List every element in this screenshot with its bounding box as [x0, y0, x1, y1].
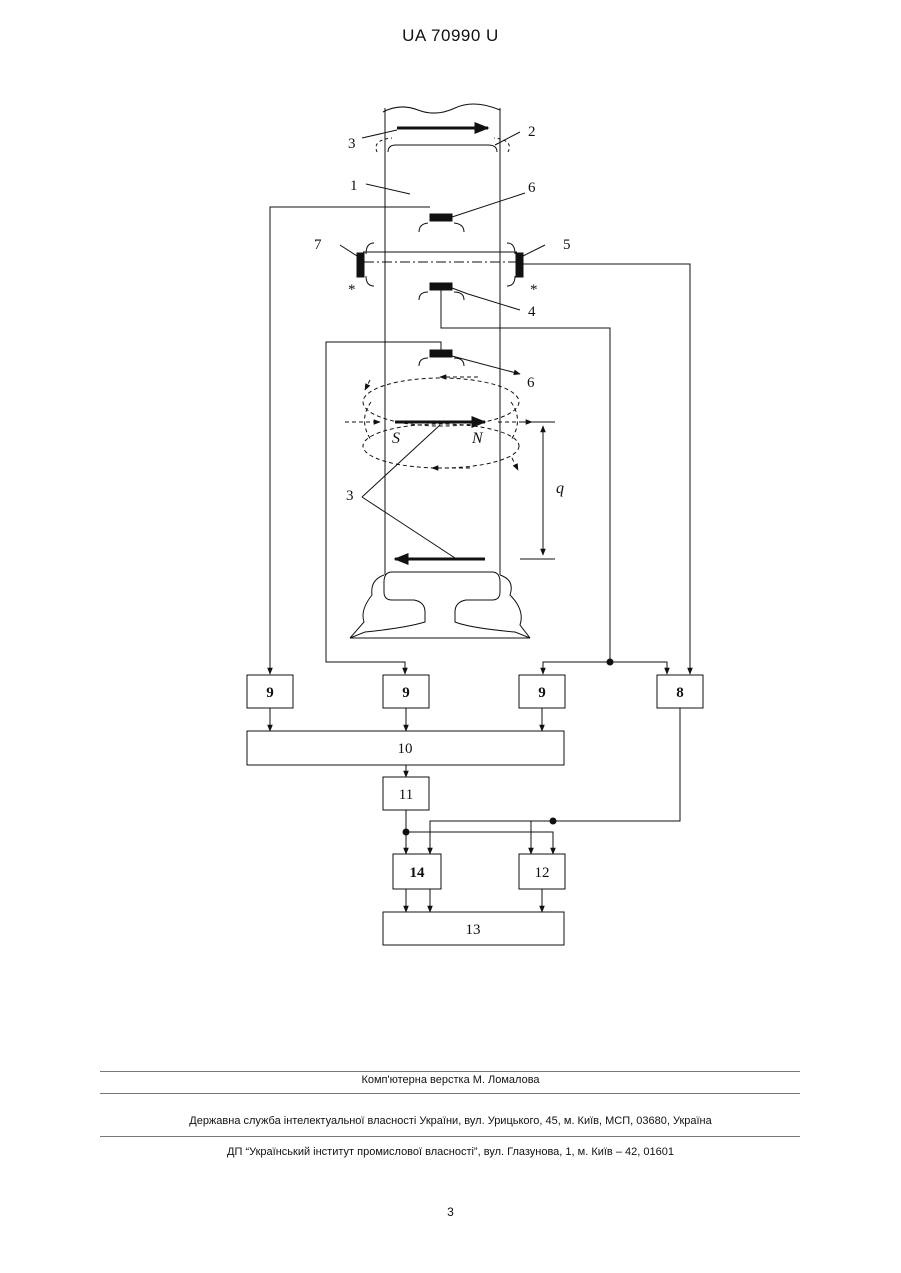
- footer-agency: Державна служба інтелектуальної власност…: [0, 1115, 901, 1127]
- star-right: *: [530, 282, 538, 298]
- block-9-mid-label: 9: [402, 685, 410, 701]
- label-6-top: 6: [528, 180, 536, 196]
- label-3-mid: 3: [346, 488, 354, 504]
- label-2: 2: [528, 124, 536, 140]
- rail-cross-section: [350, 572, 530, 638]
- block-10-label: 10: [398, 741, 413, 757]
- label-6-mid: 6: [527, 375, 535, 391]
- sensor-5: [516, 253, 523, 277]
- sensor-6-top: [430, 214, 452, 221]
- page-number: 3: [0, 1205, 901, 1219]
- footer-institute: ДП “Український інститут промислової вла…: [0, 1146, 901, 1158]
- block-9-right-label: 9: [538, 685, 546, 701]
- dimension-q-label: q: [556, 480, 564, 497]
- star-left: *: [348, 282, 356, 298]
- pole-s: S: [392, 430, 400, 447]
- footer-rule-middle: [100, 1093, 800, 1094]
- footer-rule-bottom: [100, 1136, 800, 1137]
- label-5: 5: [563, 237, 571, 253]
- label-4: 4: [528, 304, 536, 320]
- rail-head-top: [388, 145, 497, 152]
- block-13-label: 13: [466, 922, 481, 938]
- label-7: 7: [314, 237, 322, 253]
- footer-rule-top: [100, 1071, 800, 1072]
- footer-layout-credit: Комп'ютерна верстка М. Ломалова: [0, 1074, 901, 1086]
- block-14-label: 14: [410, 865, 426, 881]
- pole-n: N: [471, 430, 484, 447]
- block-9-left-label: 9: [266, 685, 274, 701]
- sensor-4: [430, 283, 452, 290]
- block-12-label: 12: [535, 865, 550, 881]
- sensor-6-mid: [430, 350, 452, 357]
- block-8-label: 8: [676, 685, 684, 701]
- rail-column: [383, 104, 500, 575]
- label-1: 1: [350, 178, 358, 194]
- label-3-top: 3: [348, 136, 356, 152]
- block-11-label: 11: [399, 787, 413, 803]
- sensor-7: [357, 253, 364, 277]
